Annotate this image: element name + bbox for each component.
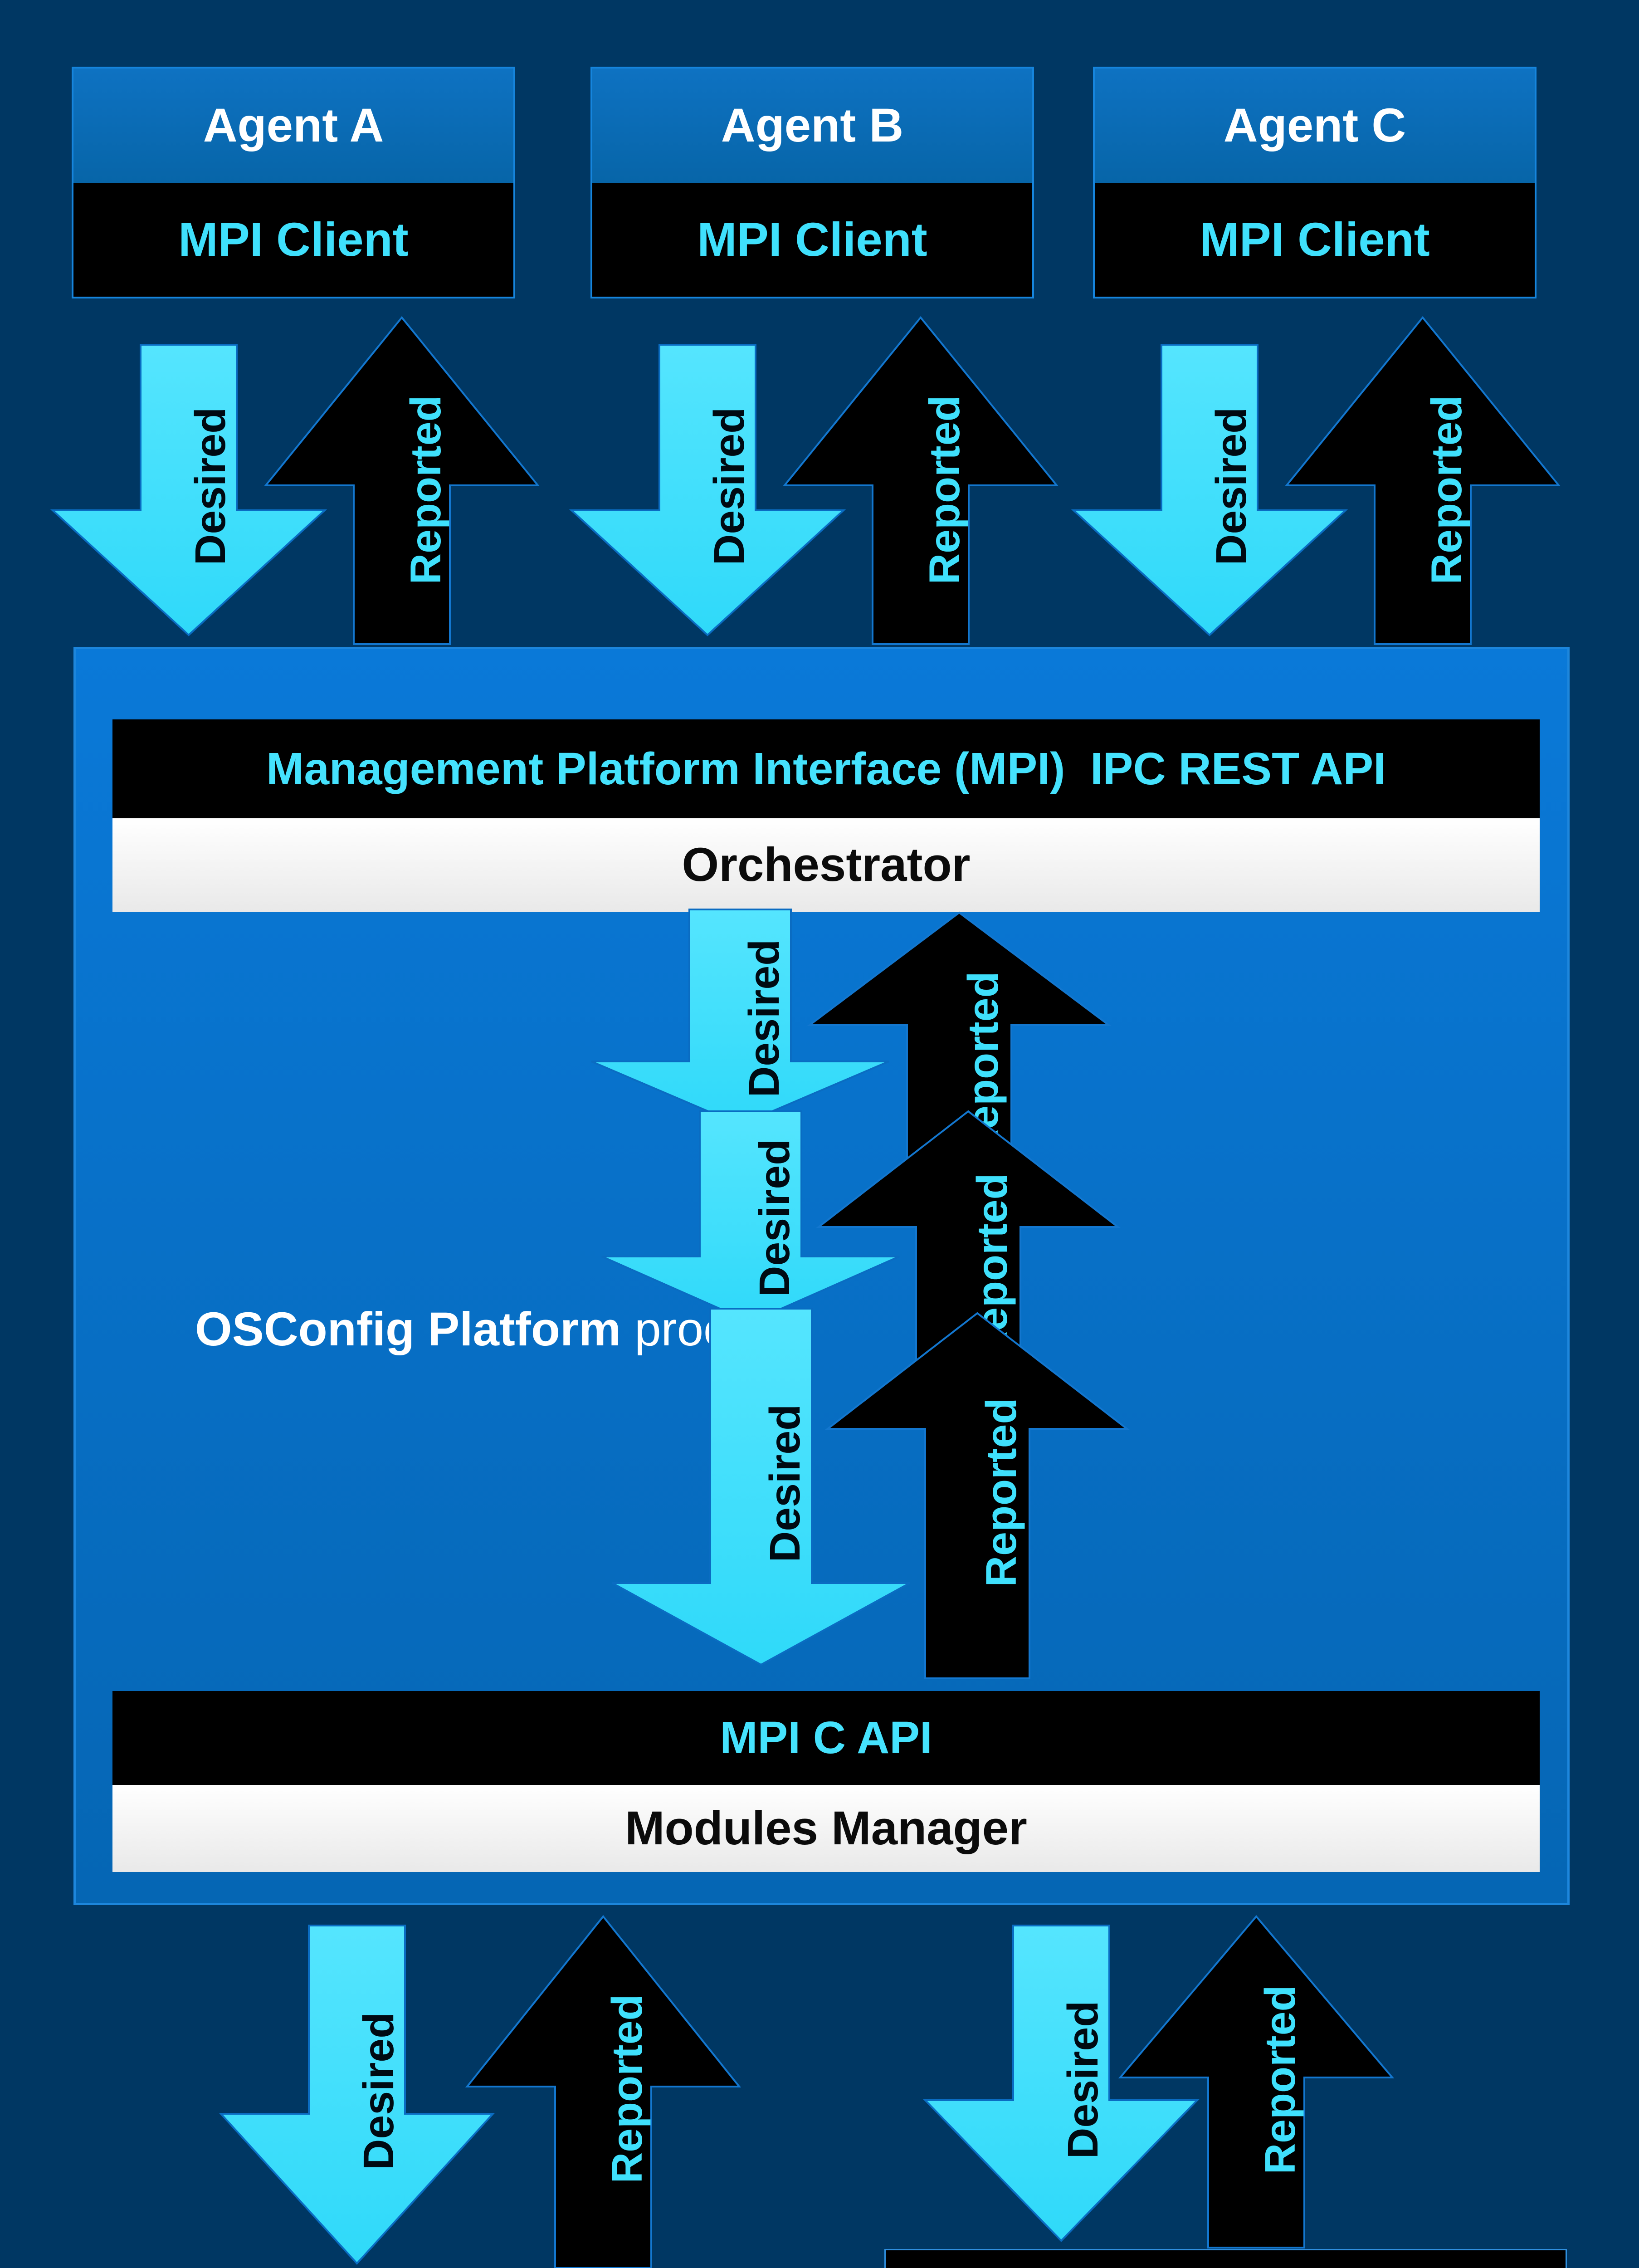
host-1-reported-arrow: Reported — [465, 1915, 741, 2268]
agent-c-desired-arrow: Desired — [1071, 344, 1348, 636]
mpi-ipc-rest-api-bar: Management Platform Interface (MPI) IPC … — [112, 719, 1540, 818]
agent-b-reported-label: Reported — [921, 396, 969, 585]
agent-c-mpi-client-label: MPI Client — [1200, 213, 1430, 266]
mpi-c-api-bar: MPI C API — [112, 1691, 1540, 1785]
host-1-desired-label: Desired — [355, 2012, 403, 2170]
host-2-reported-arrow: Reported — [1118, 1915, 1395, 2248]
agent-b-header: Agent B — [592, 68, 1032, 183]
agent-a-box: Agent A MPI Client — [72, 67, 515, 298]
module-host-2-mmi-bar: MMI REST API — [886, 2250, 1566, 2268]
host-2-desired-label: Desired — [1059, 2001, 1107, 2159]
agent-a-mpi-client-label: MPI Client — [178, 213, 409, 266]
agent-a-reported-arrow: Reported — [263, 316, 540, 645]
agent-c-reported-arrow: Reported — [1284, 316, 1561, 645]
host-1-reported-label: Reported — [603, 1994, 651, 2184]
agent-a-header: Agent A — [73, 68, 513, 183]
agent-b-box: Agent B MPI Client — [590, 67, 1034, 298]
agent-c-box: Agent C MPI Client — [1093, 67, 1537, 298]
host-2-reported-label: Reported — [1256, 1985, 1304, 2175]
agent-a-desired-arrow: Desired — [50, 344, 327, 636]
host-2-desired-arrow: Desired — [923, 1925, 1200, 2242]
agent-b-mpi-client-label: MPI Client — [697, 213, 927, 266]
process-label-regular: process — [634, 1303, 801, 1356]
mpi-c-api-label: MPI C API — [720, 1712, 932, 1763]
agent-c-header: Agent C — [1095, 68, 1535, 183]
agent-a-reported-label: Reported — [402, 396, 450, 585]
modules-manager-bar: Modules Manager — [112, 1785, 1540, 1872]
agent-b-reported-arrow: Reported — [782, 316, 1059, 645]
agent-c-reported-label: Reported — [1423, 396, 1471, 585]
agent-c-mpi-client: MPI Client — [1095, 183, 1535, 297]
agent-b-desired-arrow: Desired — [569, 344, 846, 636]
module-host-2-box: MMI REST API Module Host w. Module 2 — [884, 2249, 1567, 2268]
agent-b-title: Agent B — [721, 99, 904, 152]
agent-a-title: Agent A — [203, 99, 384, 152]
orchestrator-bar: Orchestrator — [112, 818, 1540, 912]
mpi-ipc-rest-api-label: Management Platform Interface (MPI) IPC … — [266, 743, 1386, 794]
agent-c-title: Agent C — [1223, 99, 1406, 152]
agent-a-mpi-client: MPI Client — [73, 183, 513, 297]
agent-a-desired-label: Desired — [186, 407, 234, 566]
agent-c-desired-label: Desired — [1207, 407, 1255, 566]
modules-manager-label: Modules Manager — [625, 1802, 1027, 1855]
agent-b-desired-label: Desired — [705, 407, 753, 566]
orchestrator-label: Orchestrator — [682, 838, 971, 891]
process-label-bold: OSConfig Platform — [195, 1303, 621, 1356]
agent-b-mpi-client: MPI Client — [592, 183, 1032, 297]
host-1-desired-arrow: Desired — [219, 1925, 495, 2265]
osconfig-platform-box: Management Platform Interface (MPI) IPC … — [73, 647, 1570, 1905]
